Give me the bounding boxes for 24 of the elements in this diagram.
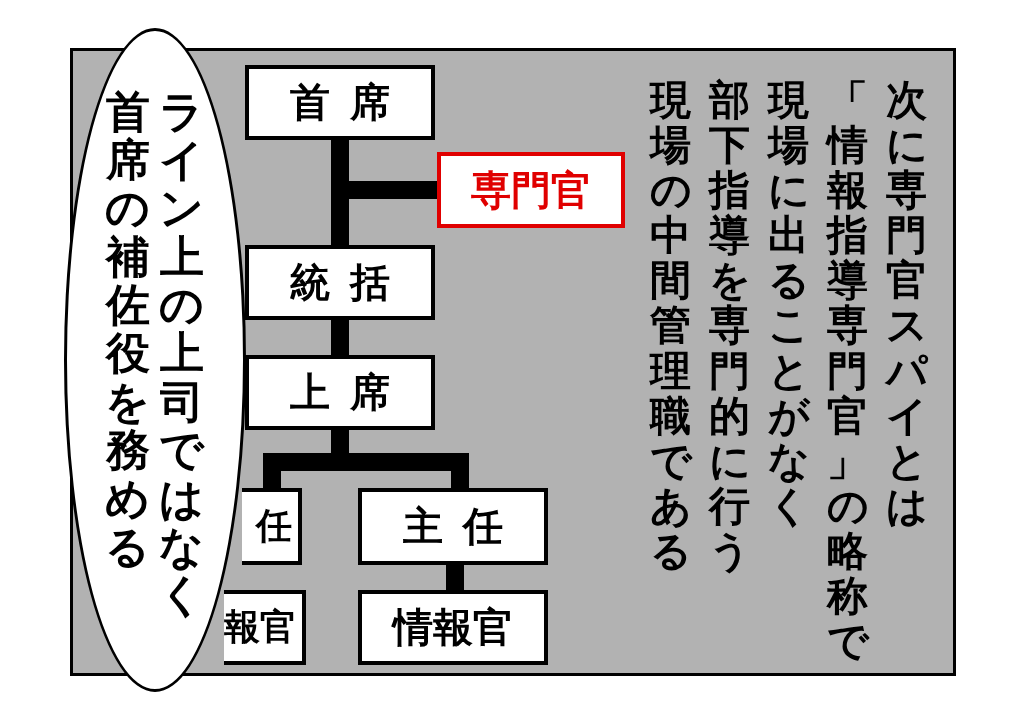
role-label: 上席 <box>289 368 410 417</box>
narration-text: 次に専門官スパイとは <box>886 78 927 532</box>
org-box <box>245 355 435 430</box>
connector-line <box>446 565 464 590</box>
role-label: 首席 <box>289 78 410 127</box>
org-box <box>224 590 306 665</box>
org-box <box>245 245 435 320</box>
narration-text: 「情報指導専門官」の略称で <box>827 78 868 665</box>
role-label: 専門官 <box>471 165 591 215</box>
narration-text: 現場の中間管理職である <box>650 78 691 577</box>
role-label: 情報官 <box>393 603 513 652</box>
connector-line <box>331 320 349 355</box>
org-box <box>358 488 548 565</box>
org-box <box>245 65 435 140</box>
speech-text: ライン上の上司ではなく首席の補佐役を務める <box>106 87 204 623</box>
role-label: 主任 <box>402 502 523 551</box>
narration-text: 現場に出ることがなく <box>768 78 809 532</box>
org-box <box>242 488 302 565</box>
role-label: 統括 <box>289 258 410 307</box>
highlight-box <box>437 152 625 228</box>
org-box <box>358 590 548 665</box>
role-label: 報官 <box>224 605 296 649</box>
narration-text: 部下指導を専門的に行う <box>709 78 750 577</box>
role-label: 任 <box>256 504 292 548</box>
